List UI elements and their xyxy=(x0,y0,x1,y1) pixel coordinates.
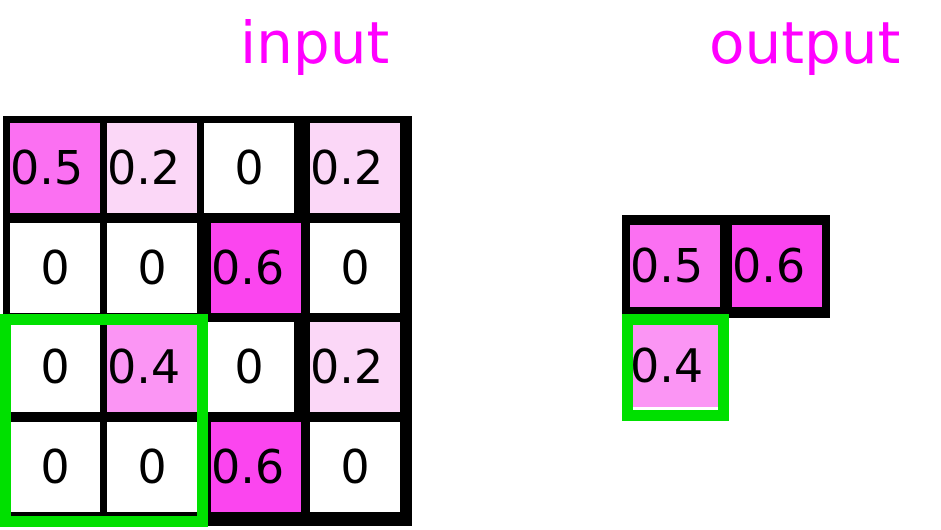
output-cell-r0c0[interactable]: 0.5 xyxy=(630,225,720,307)
output-cell-r0c1[interactable]: 0.6 xyxy=(732,225,822,307)
input-cell-r3c2[interactable]: 0.6 xyxy=(211,422,301,512)
output-matrix: 0.5 0.6 0.4 xyxy=(622,215,830,421)
input-cell-r2c3[interactable]: 0.2 xyxy=(310,322,400,412)
input-cell-r1c0[interactable]: 0 xyxy=(10,223,100,313)
input-cell-r0c2[interactable]: 0 xyxy=(204,123,294,213)
input-cell-r2c1[interactable]: 0.4 xyxy=(107,322,197,412)
input-cell-r2c2[interactable]: 0 xyxy=(204,322,294,412)
input-panel-title: input xyxy=(240,9,390,77)
input-cell-r1c2[interactable]: 0.6 xyxy=(211,223,301,313)
input-cell-r1c3[interactable]: 0 xyxy=(310,223,400,313)
input-cell-r3c0[interactable]: 0 xyxy=(10,422,100,512)
input-cell-r2c0[interactable]: 0 xyxy=(10,322,100,412)
input-cell-r3c3[interactable]: 0 xyxy=(310,422,400,512)
input-matrix: 0.5 0.2 0 0.2 0 0 0.6 0 0 0.4 0 0.2 0 0 … xyxy=(3,116,412,526)
input-cell-r0c3[interactable]: 0.2 xyxy=(310,123,400,213)
input-cell-r3c1[interactable]: 0 xyxy=(107,422,197,512)
input-cell-r1c1[interactable]: 0 xyxy=(107,223,197,313)
output-panel-title: output xyxy=(709,9,901,77)
input-cell-r0c1[interactable]: 0.2 xyxy=(107,123,197,213)
output-cell-r1c0[interactable]: 0.4 xyxy=(630,325,720,407)
input-cell-r0c0[interactable]: 0.5 xyxy=(10,123,100,213)
